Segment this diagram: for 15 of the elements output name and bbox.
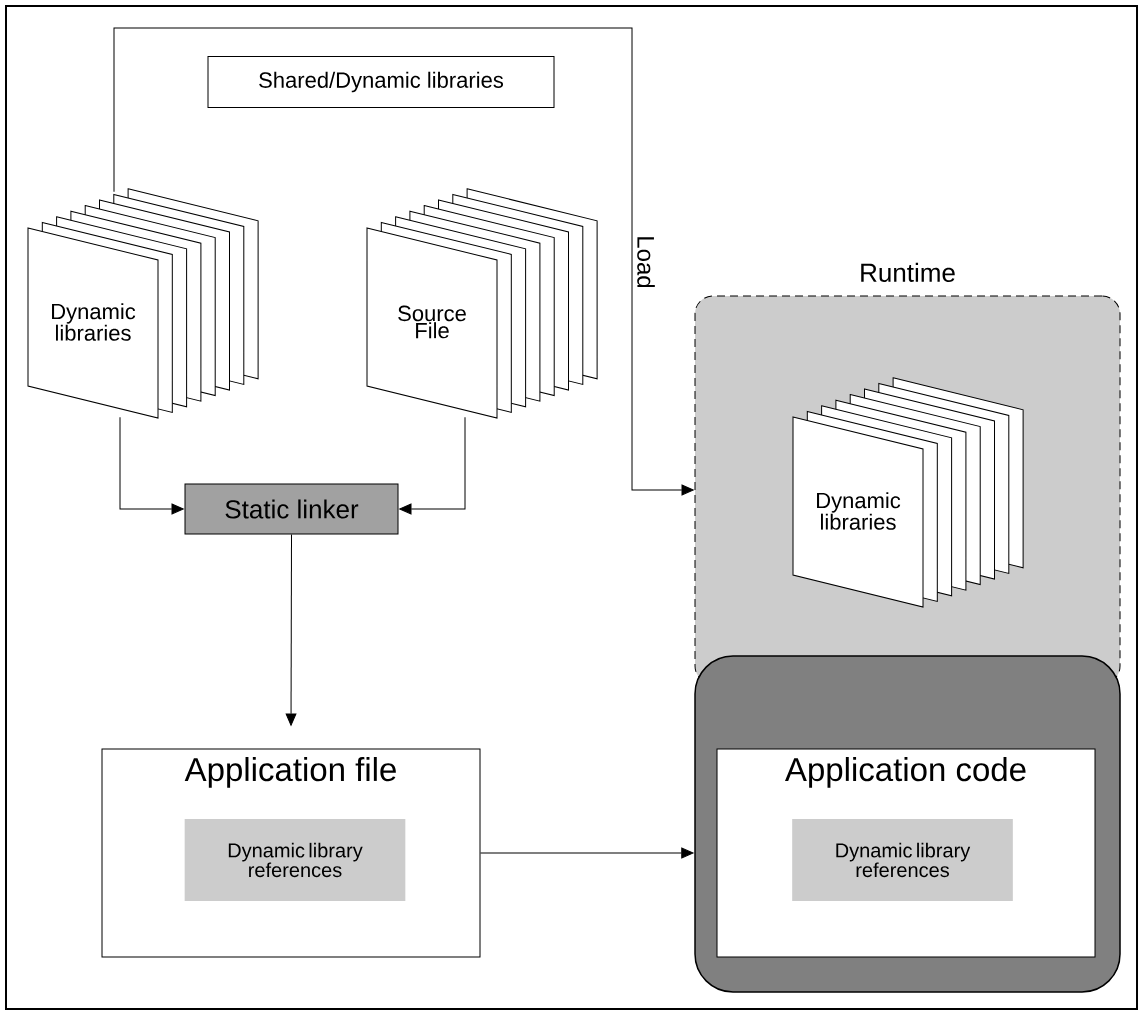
arrow [119,416,184,515]
node-label: Source File [398,305,466,339]
linker-box: Static linker [184,483,399,535]
reference-box: Dynamic library references [792,819,1013,901]
document-stack: Source File [366,188,598,419]
arrow [399,416,466,515]
node-label: Runtime [861,262,955,282]
arrow [480,847,694,859]
edge-label: Load [635,233,657,291]
arrow [113,27,694,496]
document-stack: Dynamic libraries [27,188,259,419]
title-box: Shared/Dynamic libraries [207,56,555,108]
arrow [285,534,297,726]
reference-box: Dynamic library references [184,819,406,901]
document-stack: Dynamic libraries [792,377,1024,608]
